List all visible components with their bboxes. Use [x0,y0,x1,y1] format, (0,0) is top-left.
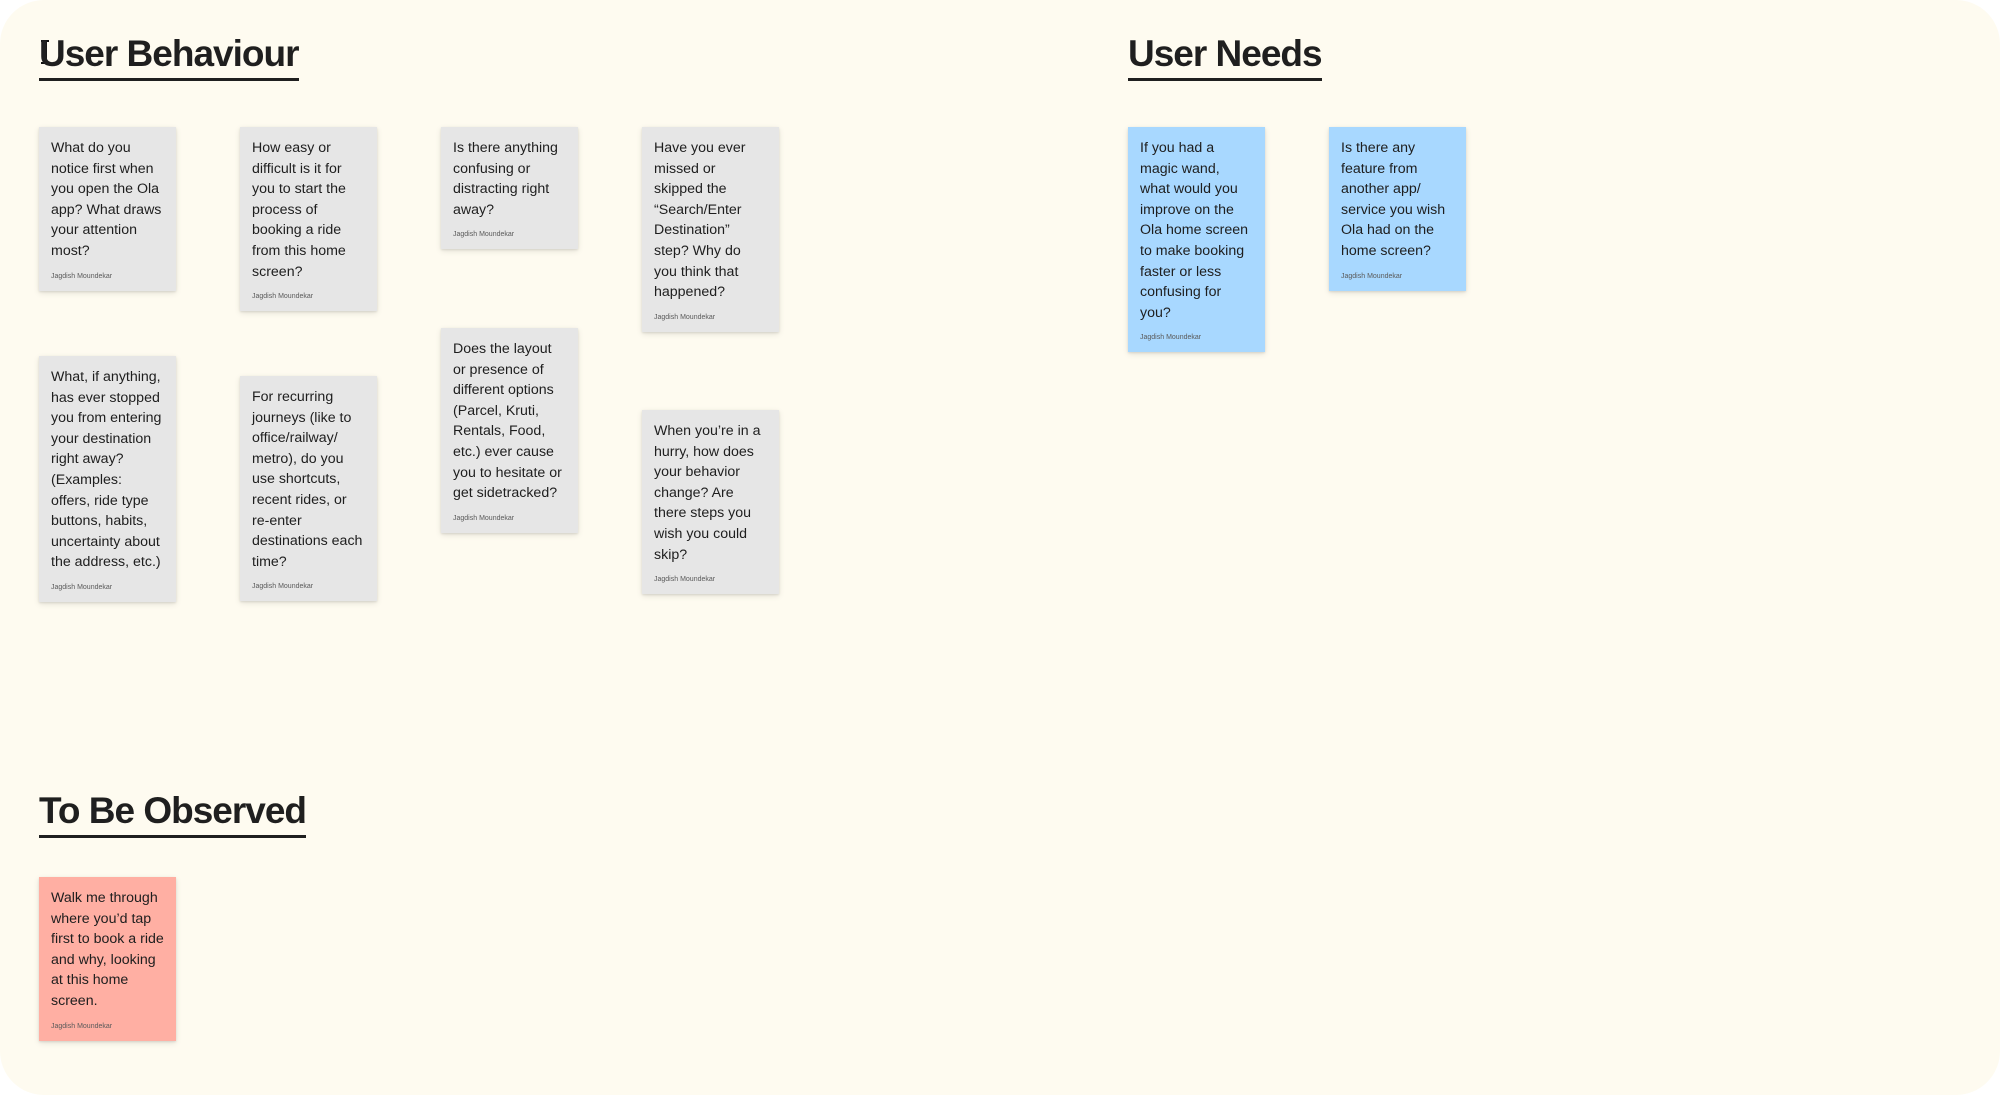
sticky-note[interactable]: How easy or difficult is it for you to s… [240,127,377,312]
note-text: What do you notice first when you open t… [51,140,162,259]
note-author: Jagdish Moundekar [51,583,113,591]
note-author: Jagdish Moundekar [654,576,716,584]
note-author: Jagdish Moundekar [453,231,515,239]
note-text: Have you ever missed or skipped the “Sea… [654,140,746,301]
section-title-user-needs[interactable]: User Needs [1128,35,1323,81]
note-text: If you had a magic wand, what would you … [1140,140,1249,321]
text-cursor-icon [41,40,49,64]
note-author: Jagdish Moundekar [252,583,314,591]
note-text: For recurring journeys (like to office/r… [252,389,363,570]
section-title-user-behaviour[interactable]: User Behaviour [39,35,299,81]
note-text: Walk me through where you’d tap first to… [51,890,164,1009]
note-text: Does the layout or presence of different… [453,341,562,502]
note-author: Jagdish Moundekar [51,272,113,280]
note-author: Jagdish Moundekar [1341,272,1403,280]
sticky-note[interactable]: Walk me through where you’d tap first to… [39,877,176,1041]
note-text: Is there any feature from another app/ s… [1341,140,1446,259]
sticky-note[interactable]: Have you ever missed or skipped the “Sea… [642,127,779,332]
sticky-note[interactable]: Is there any feature from another app/ s… [1329,127,1466,291]
note-author: Jagdish Moundekar [51,1022,113,1030]
sticky-note[interactable]: If you had a magic wand, what would you … [1128,127,1265,353]
note-author: Jagdish Moundekar [654,313,716,321]
section-title-to-be-observed[interactable]: To Be Observed [39,792,307,838]
sticky-note[interactable]: What, if anything, has ever stopped you … [39,356,176,602]
note-author: Jagdish Moundekar [453,514,515,522]
note-author: Jagdish Moundekar [1140,334,1202,342]
sticky-note[interactable]: When you’re in a hurry, how does your be… [642,410,779,595]
sticky-note[interactable]: Is there anything confusing or distracti… [441,127,578,250]
note-text: How easy or difficult is it for you to s… [252,140,346,280]
note-author: Jagdish Moundekar [252,293,314,301]
note-text: What, if anything, has ever stopped you … [51,369,162,571]
note-text: When you’re in a hurry, how does your be… [654,423,761,563]
note-text: Is there anything confusing or distracti… [453,140,558,218]
sticky-note[interactable]: For recurring journeys (like to office/r… [240,376,377,602]
sticky-note[interactable]: Does the layout or presence of different… [441,328,578,533]
sticky-note[interactable]: What do you notice first when you open t… [39,127,176,291]
